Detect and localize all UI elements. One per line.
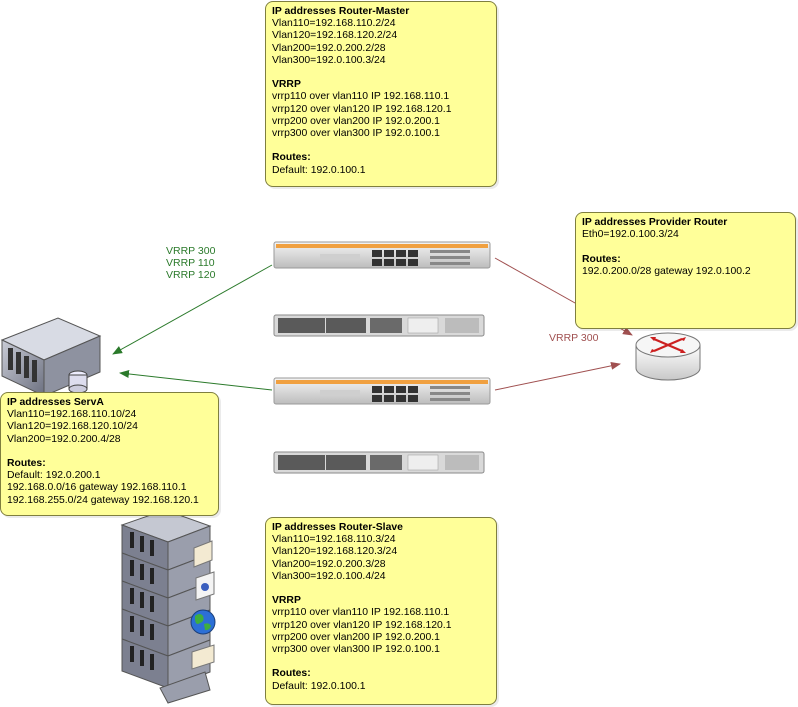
note-servA: IP addresses ServA Vlan110=192.168.110.1… (0, 392, 219, 516)
note-line: Vlan120=192.168.120.3/24 (272, 546, 398, 558)
server-rack-icon (120, 509, 216, 704)
link-slave-servA (119, 370, 273, 391)
note-line: Vlan110=192.168.110.3/24 (272, 534, 396, 546)
note-line: vrrp110 over vlan110 IP 192.168.110.1 (272, 607, 450, 619)
link-slave-provider (494, 361, 621, 391)
link-label-line: VRRP 110 (166, 257, 215, 269)
note-section-title: Routes: (7, 458, 46, 469)
note-line: vrrp300 over vlan300 IP 192.0.100.1 (272, 644, 440, 656)
note-line: vrrp120 over vlan120 IP 192.168.120.1 (272, 619, 452, 631)
note-title: IP addresses Router-Slave (272, 522, 403, 533)
note-line: Vlan200=192.0.200.4/28 (7, 433, 121, 445)
note-line: Vlan300=192.0.100.3/24 (272, 54, 386, 66)
note-section-title: VRRP (272, 79, 301, 91)
note-line: vrrp120 over vlan120 IP 192.168.120.1 (272, 103, 452, 115)
note-router-slave: IP addresses Router-Slave Vlan110=192.16… (265, 517, 497, 705)
note-section-title: Routes: (272, 668, 311, 680)
note-section-title: VRRP (272, 595, 301, 607)
switch-master-icon (273, 241, 491, 269)
router-icon (635, 332, 701, 381)
switch-access-1-icon (273, 314, 485, 337)
note-line: Default: 192.0.100.1 (272, 164, 366, 176)
note-line: Vlan300=192.0.100.4/24 (272, 570, 386, 582)
link-label-red: VRRP 300 (549, 332, 599, 344)
note-line: 192.168.0.0/16 gateway 192.168.110.1 (7, 482, 187, 494)
note-line: vrrp110 over vlan110 IP 192.168.110.1 (272, 91, 450, 103)
switch-access-2-icon (273, 451, 485, 474)
note-title: IP addresses Router-Master (272, 6, 410, 17)
note-line: vrrp200 over vlan200 IP 192.0.200.1 (272, 631, 440, 643)
note-line: Vlan200=192.0.200.2/28 (272, 42, 386, 54)
note-provider-router: IP addresses Provider Router Eth0=192.0.… (575, 212, 796, 329)
globe-icon (190, 609, 216, 635)
note-router-master: IP addresses Router-Master Vlan110=192.1… (265, 1, 497, 187)
note-line: 192.0.200.0/28 gateway 192.0.100.2 (582, 265, 751, 277)
document-icon (195, 571, 215, 601)
note-line: Vlan120=192.168.120.2/24 (272, 30, 398, 42)
link-label-green: VRRP 300 VRRP 110 VRRP 120 (166, 245, 215, 281)
note-line: Vlan200=192.0.200.3/28 (272, 558, 386, 570)
note-line: Default: 192.0.100.1 (272, 680, 366, 692)
note-line: Vlan110=192.168.110.10/24 (7, 409, 137, 421)
document-2-icon (191, 644, 215, 670)
switch-slave-icon (273, 377, 491, 405)
note-title: IP addresses ServA (7, 397, 104, 408)
note-section-title: Routes: (582, 253, 621, 265)
note-title: IP addresses Provider Router (582, 217, 728, 228)
link-label-line: VRRP 300 (166, 245, 216, 257)
link-master-servA (112, 264, 273, 355)
note-line: Vlan120=192.168.120.10/24 (7, 421, 138, 433)
note-section-title: Routes: (272, 152, 311, 164)
note-line: Eth0=192.0.100.3/24 (582, 229, 679, 241)
note-line: Default: 192.0.200.1 (7, 470, 101, 482)
note-line: 192.168.255.0/24 gateway 192.168.120.1 (7, 494, 199, 506)
folder-icon (193, 540, 213, 568)
link-label-line: VRRP 120 (166, 269, 216, 281)
note-line: Vlan110=192.168.110.2/24 (272, 18, 396, 30)
note-line: vrrp200 over vlan200 IP 192.0.200.1 (272, 115, 440, 127)
server-icon (0, 317, 102, 397)
note-line: vrrp300 over vlan300 IP 192.0.100.1 (272, 128, 440, 140)
